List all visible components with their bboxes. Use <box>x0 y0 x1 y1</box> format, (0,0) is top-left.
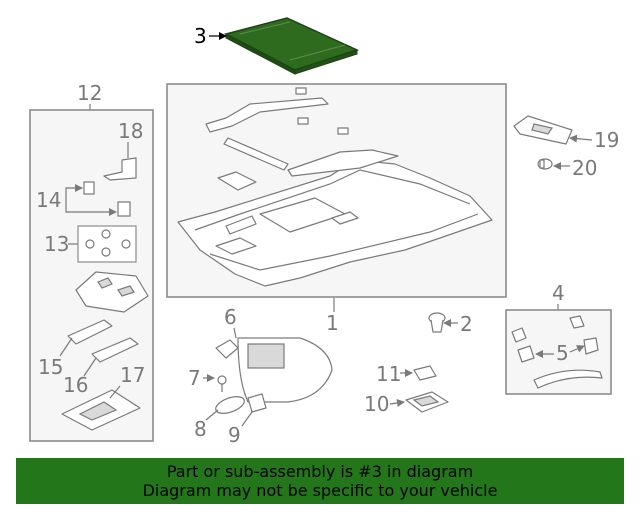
callout-5: 5 <box>556 341 569 365</box>
part-18-bracket[interactable] <box>103 157 137 181</box>
callout-1: 1 <box>326 311 339 335</box>
callout-8: 8 <box>194 417 207 441</box>
callout-10: 10 <box>364 392 389 416</box>
banner-line-2: Diagram may not be specific to your vehi… <box>142 481 498 500</box>
callout-13: 13 <box>44 232 69 256</box>
callout-16: 16 <box>63 373 88 397</box>
leader-19 <box>569 134 593 143</box>
leader-17 <box>109 385 121 399</box>
part-14-clips[interactable] <box>83 181 131 217</box>
callout-12: 12 <box>77 81 102 105</box>
console-housing[interactable] <box>75 271 149 313</box>
leader-15 <box>59 337 73 357</box>
part-20-bulb[interactable] <box>537 158 553 170</box>
callout-6: 6 <box>224 305 237 329</box>
info-banner: Part or sub-assembly is #3 in diagram Di… <box>16 458 624 504</box>
leader-6 <box>233 327 237 339</box>
part-10-lamp[interactable] <box>405 391 449 413</box>
part-13-clips[interactable] <box>85 229 131 257</box>
leader-8 <box>205 409 219 421</box>
parts-diagram: 3 1 2 12 18 14 <box>29 17 619 447</box>
callout-3: 3 <box>194 24 207 48</box>
callout-14: 14 <box>36 188 61 212</box>
leader-14a <box>65 184 83 200</box>
callout-7: 7 <box>188 366 201 390</box>
callout-18: 18 <box>118 119 143 143</box>
part-15-lens[interactable] <box>67 319 113 345</box>
part-16-lamp[interactable] <box>91 337 139 363</box>
callout-15: 15 <box>38 355 63 379</box>
callout-17: 17 <box>120 363 145 387</box>
part-17-base[interactable] <box>61 389 141 431</box>
leader-5b <box>569 345 585 353</box>
leader-9 <box>241 411 253 427</box>
leader-16 <box>83 357 97 377</box>
callout-19: 19 <box>594 128 619 152</box>
part-11-clip[interactable] <box>413 365 437 381</box>
callout-4: 4 <box>552 281 565 305</box>
part-9-holder[interactable] <box>247 393 267 413</box>
part-8-cover[interactable] <box>214 393 247 416</box>
callout-9: 9 <box>228 423 241 447</box>
callout-20: 20 <box>572 156 597 180</box>
part-3-sunshade[interactable] <box>223 17 360 75</box>
part-2-clip[interactable] <box>428 312 446 333</box>
callout-11: 11 <box>376 362 401 386</box>
part-6-sun-visor[interactable] <box>215 337 333 403</box>
part-4-grab-handle[interactable] <box>511 315 603 389</box>
banner-line-1: Part or sub-assembly is #3 in diagram <box>166 462 474 481</box>
part-1-headliner[interactable] <box>177 87 493 287</box>
callout-2: 2 <box>460 312 473 336</box>
part-7-screw[interactable] <box>217 375 227 392</box>
leader-14b <box>65 200 117 216</box>
leader-10 <box>389 399 405 407</box>
part-19-map-lamp[interactable] <box>513 115 573 145</box>
